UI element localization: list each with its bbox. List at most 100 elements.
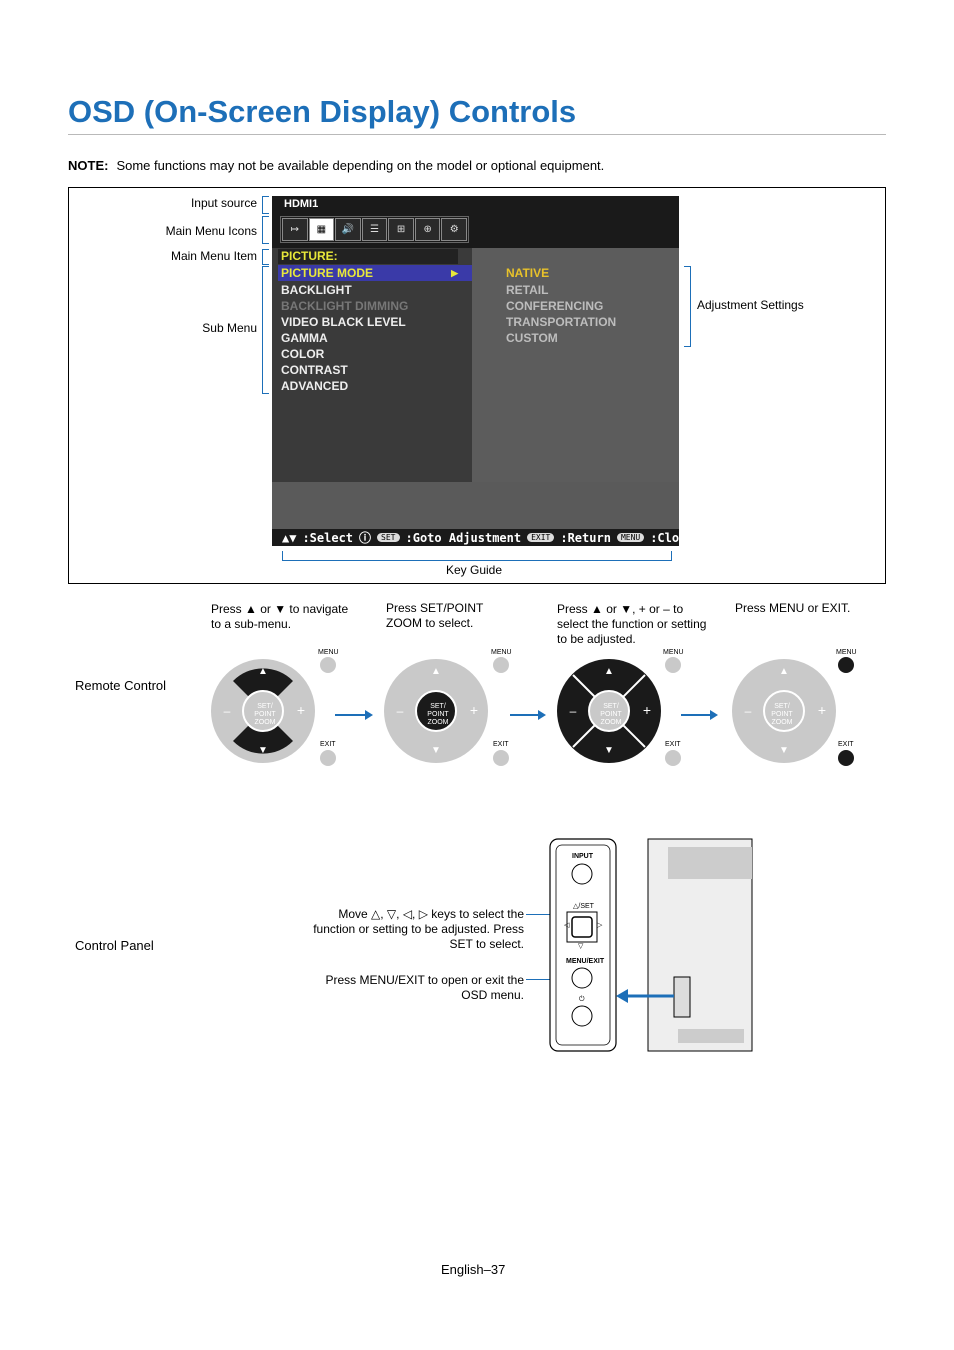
leader-menu xyxy=(526,979,570,980)
adjustment-retail[interactable]: RETAIL xyxy=(506,283,549,297)
cp-menu-exit-label: MENU/EXIT xyxy=(566,958,605,965)
protect-icon[interactable]: ⊕ xyxy=(414,218,441,241)
key-guide-select: :Select xyxy=(302,530,354,545)
svg-text:▼: ▼ xyxy=(431,745,441,756)
key-guide-goto: :Goto Adjustment xyxy=(405,530,522,545)
svg-text:▲: ▲ xyxy=(431,666,441,677)
network-icon[interactable]: ⊞ xyxy=(388,218,414,241)
callout-adjustment-settings: Adjustment Settings xyxy=(697,298,804,312)
picture-icon[interactable]: ▦ xyxy=(308,218,335,241)
remote-pads: ▲ ▼ – + ▲ ▼ – + ▲ ▼ – + ▲ ▼ – + xyxy=(211,657,854,766)
sub-menu-item-color[interactable]: COLOR xyxy=(281,347,325,361)
exit-pill: EXIT xyxy=(527,533,555,542)
cp-down-label: ▽ xyxy=(578,943,584,950)
cp-input-label: INPUT xyxy=(572,853,593,860)
svg-text:+: + xyxy=(297,702,305,718)
bracket-sub-menu xyxy=(262,266,269,394)
sub-menu-arrow-icon: ▶ xyxy=(451,268,458,278)
remote-pad-4: ▲ ▼ – + xyxy=(732,659,836,763)
set-label-4: SET/POINT ZOOM xyxy=(771,703,793,726)
info-icon: ⓘ xyxy=(359,531,372,545)
bracket-main-menu-item xyxy=(262,249,269,265)
exit-label-2: EXIT xyxy=(493,741,509,748)
audio-icon[interactable]: 🔊 xyxy=(335,218,361,241)
key-guide-return: :Return xyxy=(560,530,611,545)
svg-text:▷: ▷ xyxy=(597,922,603,929)
osd-sub-menu-pane xyxy=(272,248,472,482)
title-rule xyxy=(68,134,886,135)
schedule-icon[interactable]: ☰ xyxy=(361,218,388,241)
menu-pill: MENU xyxy=(616,533,645,542)
exit-label-4: EXIT xyxy=(838,741,854,748)
svg-text:▼: ▼ xyxy=(258,745,268,756)
menu-label-1: MENU xyxy=(318,649,339,656)
svg-text:+: + xyxy=(470,702,478,718)
svg-text:–: – xyxy=(745,704,752,718)
sub-menu-item-video-black-level[interactable]: VIDEO BLACK LEVEL xyxy=(281,315,406,329)
svg-text:◁: ◁ xyxy=(564,922,570,929)
sub-menu-item-backlight[interactable]: BACKLIGHT xyxy=(281,283,352,297)
adjustment-transportation[interactable]: TRANSPORTATION xyxy=(506,315,617,329)
sub-menu-item-backlight-dimming: BACKLIGHT DIMMING xyxy=(281,299,409,313)
remote-step-1: Press ▲ or ▼ to navigate to a sub-menu. xyxy=(211,602,349,631)
bracket-input-source xyxy=(262,196,269,214)
control-panel-menu-text: Press MENU/EXIT to open or exit the OSD … xyxy=(325,973,524,1002)
exit-label-3: EXIT xyxy=(665,741,681,748)
osd-info-area xyxy=(272,482,679,529)
svg-text:–: – xyxy=(224,704,231,718)
note-label: NOTE: xyxy=(68,158,109,173)
remote-pad-3: ▲ ▼ – + xyxy=(557,659,661,763)
bracket-main-menu-icons xyxy=(262,216,269,244)
adjustment-conferencing[interactable]: CONFERENCING xyxy=(506,299,604,313)
leader-move xyxy=(526,914,568,915)
control-panel-drawing: ◁ ▷ xyxy=(549,838,753,1052)
callout-sub-menu: Sub Menu xyxy=(202,321,257,335)
sub-menu-item-picture-mode[interactable]: PICTURE MODE ▶ xyxy=(278,265,472,281)
remote-pad-2: ▲ ▼ – + xyxy=(384,659,488,763)
input-icon[interactable]: ↦ xyxy=(282,218,308,241)
svg-text:+: + xyxy=(818,702,826,718)
note-text: Some functions may not be available depe… xyxy=(116,158,605,173)
callout-key-guide: Key Guide xyxy=(446,563,503,577)
svg-text:▲: ▲ xyxy=(779,666,789,677)
set-label-2: SET/POINT ZOOM xyxy=(427,703,449,726)
remote-step-2: Press SET/POINT ZOOM to select. xyxy=(386,601,484,630)
up-down-icon: ▲▼ xyxy=(282,530,297,545)
menu-label-2: MENU xyxy=(491,649,512,656)
remote-pad-1: ▲ ▼ – + xyxy=(211,659,315,763)
set-pill: SET xyxy=(377,533,400,542)
cp-power-label: ⏻ xyxy=(579,996,585,1003)
sub-menu-item-contrast[interactable]: CONTRAST xyxy=(281,363,348,377)
sub-menu-item-gamma[interactable]: GAMMA xyxy=(281,331,328,345)
page-footer: English–37 xyxy=(441,1262,506,1277)
system-icon[interactable]: ⚙ xyxy=(441,218,468,241)
svg-text:–: – xyxy=(570,704,577,718)
bracket-adjustment-settings xyxy=(684,266,691,347)
adjustment-custom[interactable]: CUSTOM xyxy=(506,331,558,345)
callout-main-menu-icons: Main Menu Icons xyxy=(165,224,257,238)
osd-main-menu-item: PICTURE: xyxy=(278,249,458,264)
remote-step-3: Press ▲ or ▼, + or – to select the funct… xyxy=(557,602,707,646)
sub-menu-item-advanced[interactable]: ADVANCED xyxy=(281,379,349,393)
page-title: OSD (On-Screen Display) Controls xyxy=(68,94,577,129)
sub-menu-label: PICTURE MODE xyxy=(281,266,374,280)
svg-text:▲: ▲ xyxy=(258,666,268,677)
menu-label-3: MENU xyxy=(663,649,684,656)
key-guide-close: :Close xyxy=(650,530,694,545)
svg-text:–: – xyxy=(397,704,404,718)
svg-text:+: + xyxy=(643,702,651,718)
cp-set-label: △/SET xyxy=(573,903,594,910)
svg-text:▼: ▼ xyxy=(604,745,614,756)
remote-control-label: Remote Control xyxy=(75,678,167,693)
control-panel-label: Control Panel xyxy=(75,938,154,953)
set-label-1: SET/POINT ZOOM xyxy=(254,703,276,726)
exit-label-1: EXIT xyxy=(320,741,336,748)
osd-adjustment-pane xyxy=(472,248,679,482)
adjustment-native[interactable]: NATIVE xyxy=(506,266,550,280)
svg-text:▲: ▲ xyxy=(604,666,614,677)
osd-main-menu-icons: ↦ ▦ 🔊 ☰ ⊞ ⊕ ⚙ xyxy=(280,216,469,243)
svg-text:▼: ▼ xyxy=(779,745,789,756)
bracket-key-guide xyxy=(282,551,672,561)
set-label-3: SET/POINT ZOOM xyxy=(600,703,622,726)
callout-main-menu-item: Main Menu Item xyxy=(170,249,257,263)
